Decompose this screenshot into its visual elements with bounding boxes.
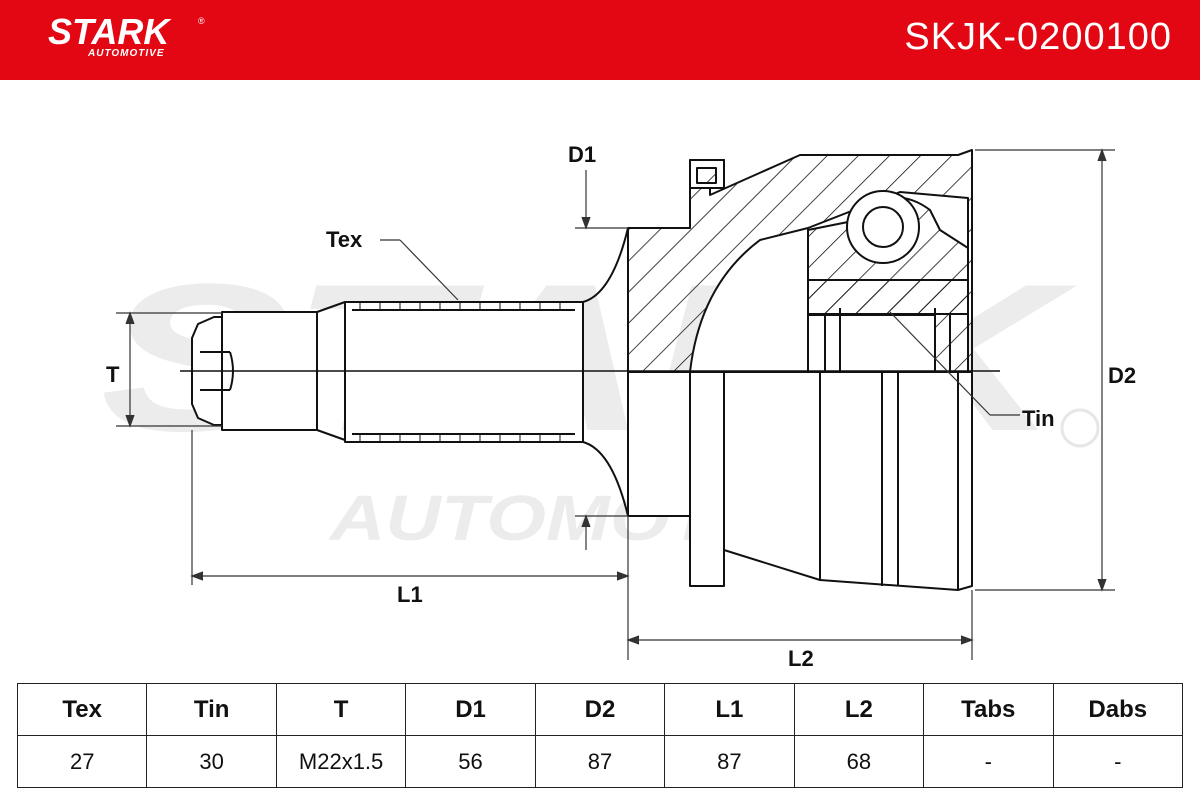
value-l1: 87 xyxy=(664,735,795,788)
label-d2: D2 xyxy=(1108,363,1136,388)
value-tin: 30 xyxy=(146,735,277,788)
header-tex: Tex xyxy=(16,683,148,736)
spec-table-header-row: Tex Tin T D1 D2 L1 L2 Tabs Dabs xyxy=(16,683,1183,736)
label-t: T xyxy=(106,362,120,387)
header-tabs: Tabs xyxy=(923,683,1054,736)
header-bar: STARK AUTOMOTIVE ® SKJK-0200100 xyxy=(0,0,1200,80)
header-t: T xyxy=(275,683,407,736)
value-tex: 27 xyxy=(16,735,148,788)
value-d1: 56 xyxy=(405,735,536,788)
housing-outline-lower xyxy=(627,371,973,591)
spec-table-value-row: 27 30 M22x1.5 56 87 87 68 - - xyxy=(16,735,1183,788)
label-d1: D1 xyxy=(568,142,596,167)
brand-name: STARK xyxy=(48,11,170,52)
header-tin: Tin xyxy=(146,683,277,736)
value-t: M22x1.5 xyxy=(275,735,407,788)
part-number: SKJK-0200100 xyxy=(904,16,1172,58)
brand-registered-mark: ® xyxy=(198,16,205,26)
header-l2: L2 xyxy=(793,683,925,736)
header-d2: D2 xyxy=(534,683,666,736)
brand-sub: AUTOMOTIVE xyxy=(88,48,165,59)
header-d1: D1 xyxy=(405,683,536,736)
value-tabs: - xyxy=(923,735,1054,788)
label-l1: L1 xyxy=(397,582,423,607)
label-tin: Tin xyxy=(1022,406,1055,431)
label-l2: L2 xyxy=(788,646,814,671)
spec-table: Tex Tin T D1 D2 L1 L2 Tabs Dabs 27 30 M2… xyxy=(16,683,1183,788)
value-l2: 68 xyxy=(793,735,925,788)
housing-section xyxy=(627,149,973,373)
header-l1: L1 xyxy=(664,683,795,736)
cv-joint-drawing: STARK AUTOMOTIVE xyxy=(100,142,1136,671)
header-dabs: Dabs xyxy=(1052,683,1183,736)
value-dabs: - xyxy=(1052,735,1183,788)
value-d2: 87 xyxy=(534,735,666,788)
watermark-reg-circle xyxy=(1060,408,1100,448)
label-tex: Tex xyxy=(326,227,363,252)
dimension-lines xyxy=(116,148,1115,660)
spline-shaft xyxy=(344,227,629,517)
brand-logo: STARK AUTOMOTIVE ® xyxy=(48,10,218,66)
